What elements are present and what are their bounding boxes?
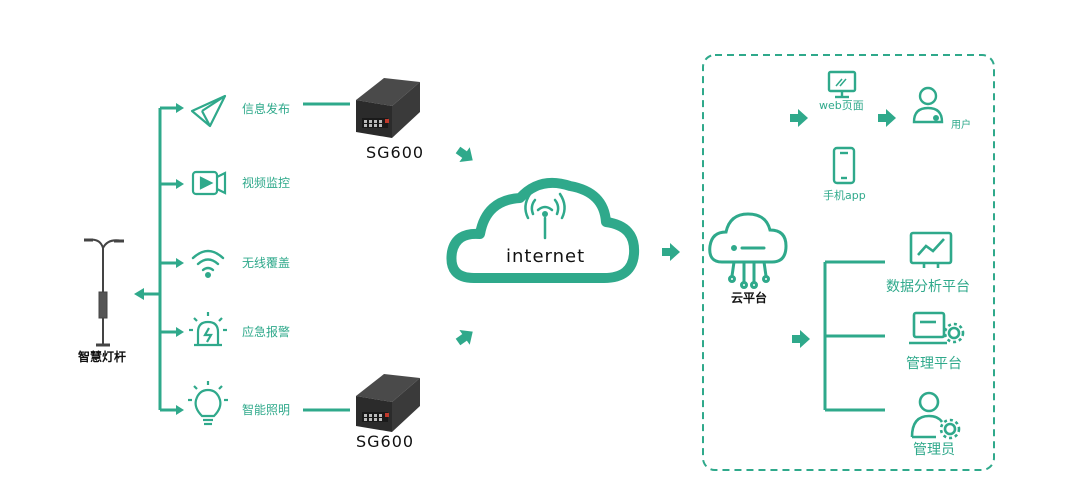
cloud-zone-border xyxy=(702,54,995,471)
arrow-internet-to-platform xyxy=(662,243,680,261)
cloud-network-icon xyxy=(708,212,788,289)
video-camera-icon xyxy=(191,170,227,196)
device-label-bottom: SG600 xyxy=(356,432,415,451)
mobile-label: 手机app xyxy=(823,189,866,202)
service-branches xyxy=(160,106,176,412)
internet-label: internet xyxy=(506,246,586,267)
output-label-admin: 管理员 xyxy=(913,442,955,458)
arrow-web-to-user xyxy=(878,109,896,127)
gateway-device-icon xyxy=(356,78,420,138)
service-label-lighting: 智能照明 xyxy=(242,403,291,417)
admin-gear-icon xyxy=(910,391,961,440)
arrow-platform-to-outputs xyxy=(792,330,810,348)
service-label-info: 信息发布 xyxy=(242,102,291,116)
output-label-analytics: 数据分析平台 xyxy=(886,279,970,295)
web-label: web页面 xyxy=(819,99,864,112)
light-bulb-icon xyxy=(188,381,228,426)
user-icon xyxy=(912,86,944,124)
service-label-wifi: 无线覆盖 xyxy=(242,256,291,270)
output-label-management: 管理平台 xyxy=(906,356,962,372)
monitor-icon xyxy=(827,70,857,99)
laptop-gear-icon xyxy=(909,311,965,345)
service-label-video: 视频监控 xyxy=(242,176,291,190)
outputs-bracket xyxy=(823,260,885,412)
pole-label: 智慧灯杆 xyxy=(78,350,127,364)
paper-plane-icon xyxy=(190,94,227,128)
analytics-monitor-icon xyxy=(909,231,953,268)
wifi-icon xyxy=(191,249,225,279)
device-label-top: SG600 xyxy=(366,143,425,162)
user-label: 用户 xyxy=(951,120,971,131)
arrow-to-pole xyxy=(134,288,144,300)
smartphone-icon xyxy=(832,146,856,185)
cloud-platform-label: 云平台 xyxy=(731,291,768,305)
alarm-siren-icon xyxy=(189,312,227,347)
service-label-alarm: 应急报警 xyxy=(242,325,291,339)
street-light-pole-icon xyxy=(84,238,124,347)
arrow-device-to-internet-top xyxy=(452,142,478,168)
arrow-to-web xyxy=(790,109,808,127)
cloud-antenna-icon xyxy=(446,178,640,283)
arrow-device-to-internet-bottom xyxy=(452,324,478,350)
gateway-device-icon xyxy=(356,374,420,432)
